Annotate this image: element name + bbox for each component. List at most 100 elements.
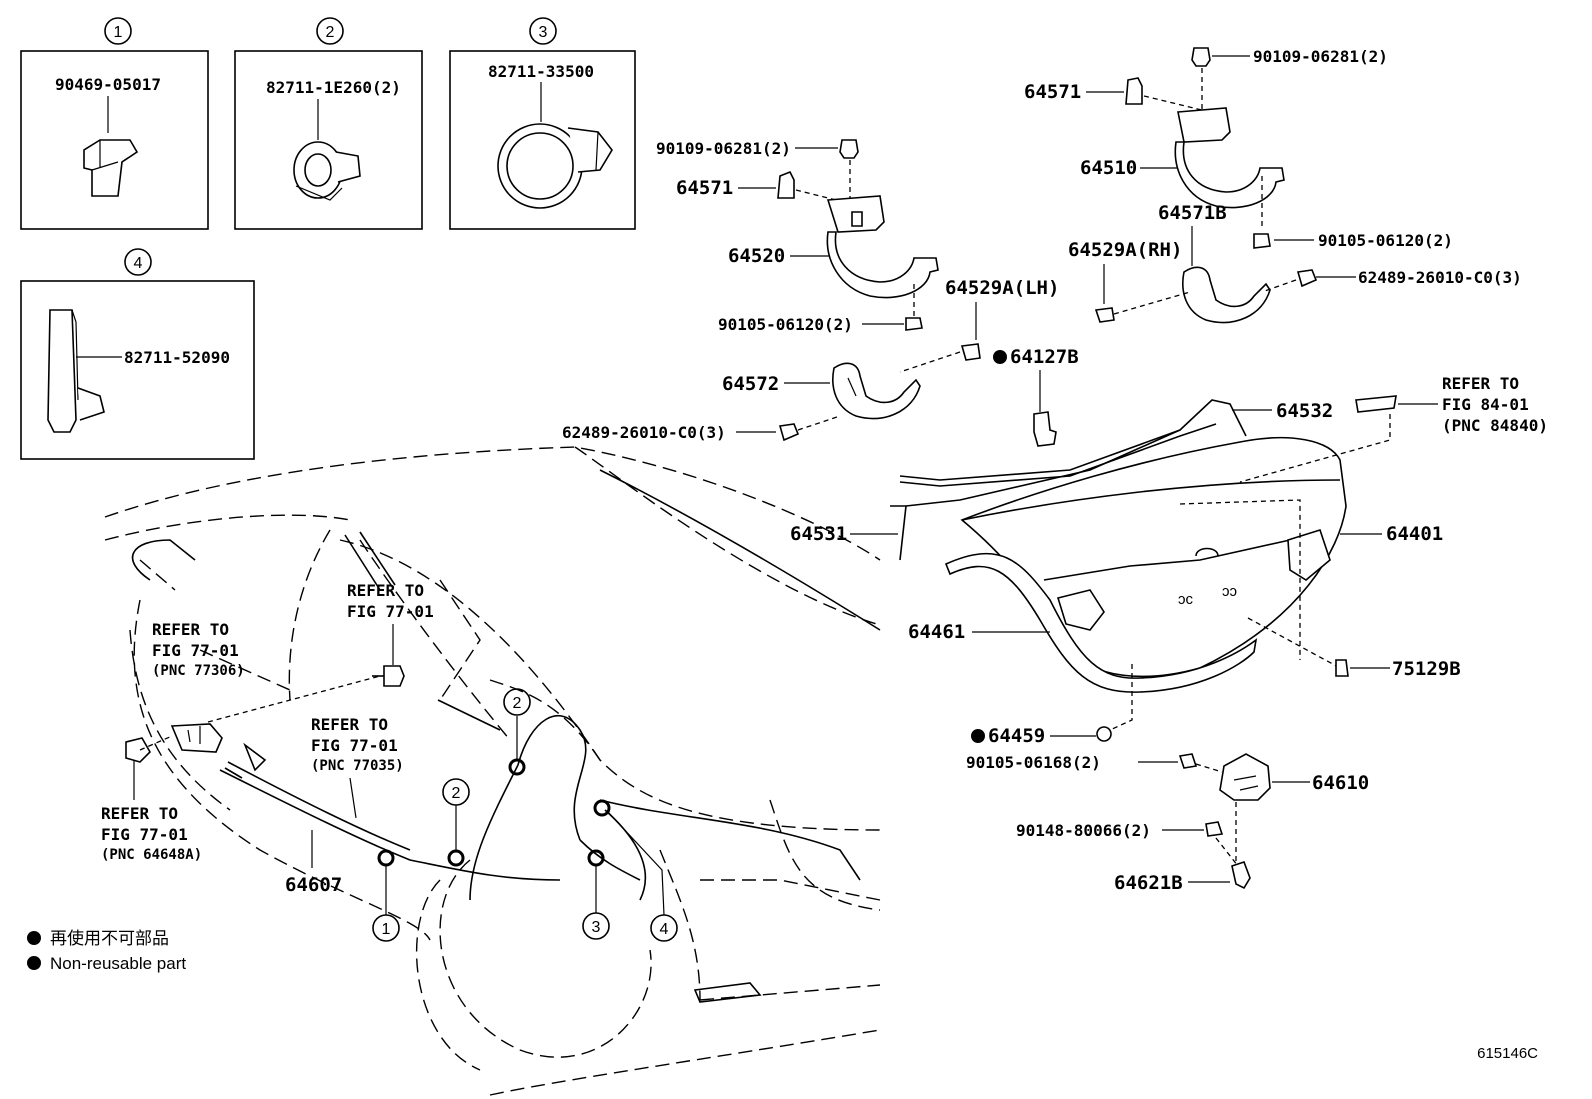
- clamp-82711-1e260-icon: [293, 141, 361, 201]
- svg-text:FIG 77-01: FIG 77-01: [347, 602, 434, 621]
- non-reusable-bullet-icon: [993, 350, 1007, 364]
- refer-77035[interactable]: REFER TO FIG 77-01 (PNC 77035): [311, 715, 404, 819]
- clip-90469-icon: [83, 139, 139, 197]
- callout-2b[interactable]: 2: [513, 695, 522, 712]
- rh-clip-label[interactable]: 62489-26010-C0(3): [1358, 268, 1522, 287]
- inset-3-part-label[interactable]: 82711-33500: [488, 62, 594, 81]
- inset-2-part-label[interactable]: 82711-1E260(2): [266, 78, 401, 97]
- svg-text:(PNC 77306): (PNC 77306): [152, 663, 245, 679]
- inset-4-circle-icon: [124, 248, 152, 276]
- callout-1[interactable]: 1: [382, 921, 391, 938]
- plug-label[interactable]: 64459: [988, 725, 1045, 747]
- striker-bolt-label[interactable]: 90148-80066(2): [1016, 821, 1151, 840]
- inset-3: 3 82711-33500: [449, 17, 636, 230]
- bolt-bottom-rh-icon: [1253, 233, 1271, 249]
- lid-panel-label[interactable]: 64401: [1386, 523, 1443, 545]
- clip-rh-icon: [1296, 269, 1318, 288]
- lh-cushion-label[interactable]: 64529A(LH): [945, 277, 1059, 299]
- inset-4-part-label[interactable]: 82711-52090: [124, 348, 230, 367]
- callout-3[interactable]: 3: [592, 919, 601, 936]
- lock-bolt-label[interactable]: 90105-06168(2): [966, 753, 1101, 772]
- torsion-lower-label[interactable]: 64531: [790, 523, 847, 545]
- clamp-markers: [377, 758, 611, 867]
- rh-bolt-bottom-label[interactable]: 90105-06120(2): [1318, 231, 1453, 250]
- bolt-top-lh-icon: [839, 139, 859, 159]
- bolt-bottom-lh-icon: [905, 317, 923, 331]
- lh-cover-label[interactable]: 64572: [722, 373, 779, 395]
- lh-clip-label[interactable]: 62489-26010-C0(3): [562, 423, 726, 442]
- clip-lh-icon: [778, 423, 800, 442]
- rh-cushion-label[interactable]: 64529A(RH): [1068, 239, 1182, 261]
- rh-cover-label[interactable]: 64571B: [1158, 202, 1227, 224]
- striker-icon: [1231, 860, 1251, 890]
- svg-text:REFER TO: REFER TO: [1442, 374, 1519, 393]
- inset-2: 2 82711-1E260(2): [234, 17, 423, 230]
- cable-64607-label[interactable]: 64607: [285, 830, 342, 896]
- lock-label[interactable]: 64610: [1312, 772, 1369, 794]
- cushion-75129b-icon: [1335, 659, 1349, 677]
- striker-label[interactable]: 64621B: [1114, 872, 1183, 894]
- release-cable: [219, 715, 861, 901]
- non-reusable-bullet-icon: [971, 729, 985, 743]
- callout-circle-icon: [582, 912, 610, 940]
- svg-text:FIG 77-01: FIG 77-01: [152, 641, 239, 660]
- rh-hinge-label[interactable]: 64510: [1080, 157, 1137, 179]
- cover-64571b-icon: [1182, 266, 1271, 324]
- svg-text:REFER TO: REFER TO: [311, 715, 388, 734]
- clamp-marker-icon: [447, 849, 465, 867]
- callout-circle-icon: [503, 688, 531, 716]
- striker-bolt-icon: [1205, 821, 1224, 837]
- callout-4[interactable]: 4: [660, 921, 669, 938]
- inset-3-circle-icon: [529, 17, 557, 45]
- lh-hinge-label[interactable]: 64520: [728, 245, 785, 267]
- connector-icon: [125, 737, 151, 763]
- svg-text:ɔc: ɔc: [1178, 591, 1194, 608]
- lh-bolt-bottom-label[interactable]: 90105-06120(2): [718, 315, 853, 334]
- stopper-rh-icon: [1125, 77, 1143, 105]
- grommet-label[interactable]: 64127B: [1010, 346, 1079, 368]
- car-body-outline: [104, 446, 881, 1096]
- clamp-marker-icon: [508, 758, 526, 776]
- svg-text:64607: 64607: [285, 874, 342, 896]
- inset-1: 1 90469-05017: [20, 17, 209, 230]
- refer-77306[interactable]: REFER TO FIG 77-01 (PNC 77306): [152, 620, 381, 753]
- weatherstrip-label[interactable]: 64461: [908, 621, 965, 643]
- clip-82711-52090-icon: [47, 309, 105, 433]
- figure-id: 615146C: [1477, 1045, 1538, 1062]
- callout-circle-icon: [442, 778, 470, 806]
- cushion-rh-icon: [1094, 307, 1115, 323]
- inset-1-circle-icon: [104, 17, 132, 45]
- svg-text:FIG 77-01: FIG 77-01: [311, 736, 398, 755]
- refer-64648a[interactable]: REFER TO FIG 77-01 (PNC 64648A): [101, 735, 202, 863]
- plug-icon: [1096, 726, 1112, 742]
- lh-bolt-top-label[interactable]: 90109-06281(2): [656, 139, 791, 158]
- cushion-lh-icon: [960, 343, 981, 361]
- torsion-upper-label[interactable]: 64532: [1276, 400, 1333, 422]
- lamp-left-icon: [1056, 589, 1105, 631]
- inset-1-part-label[interactable]: 90469-05017: [55, 75, 161, 94]
- hinge-64510-icon: [1174, 107, 1285, 209]
- svg-text:(PNC 84840): (PNC 84840): [1442, 416, 1548, 435]
- inset-2-circle-icon: [316, 17, 344, 45]
- cushion-75129b-label[interactable]: 75129B: [1392, 658, 1461, 680]
- lh-stopper-label[interactable]: 64571: [676, 177, 733, 199]
- filled-circle-icon: [27, 931, 41, 945]
- bolt-icon: [372, 665, 405, 687]
- refer-fig77-01-upper[interactable]: REFER TO FIG 77-01: [347, 581, 434, 687]
- svg-text:ɔɔ: ɔɔ: [1222, 583, 1237, 600]
- svg-text:(PNC 77035): (PNC 77035): [311, 758, 404, 774]
- rh-bolt-top-label[interactable]: 90109-06281(2): [1253, 47, 1388, 66]
- grommet-icon: [1033, 411, 1057, 447]
- rh-stopper-label[interactable]: 64571: [1024, 81, 1081, 103]
- band-clamp-82711-33500-icon: [497, 123, 613, 209]
- cover-64572-icon: [832, 362, 921, 420]
- switch-icon: [170, 723, 223, 753]
- handle-icon: [1355, 395, 1397, 413]
- lock-bolt-icon: [1178, 753, 1198, 769]
- refer-84840[interactable]: REFER TO FIG 84-01 (PNC 84840): [1442, 374, 1548, 435]
- callout-2a[interactable]: 2: [452, 785, 461, 802]
- lock-icon: [1219, 753, 1271, 801]
- svg-text:FIG 77-01: FIG 77-01: [101, 825, 188, 844]
- bolt-top-rh-icon: [1191, 47, 1211, 67]
